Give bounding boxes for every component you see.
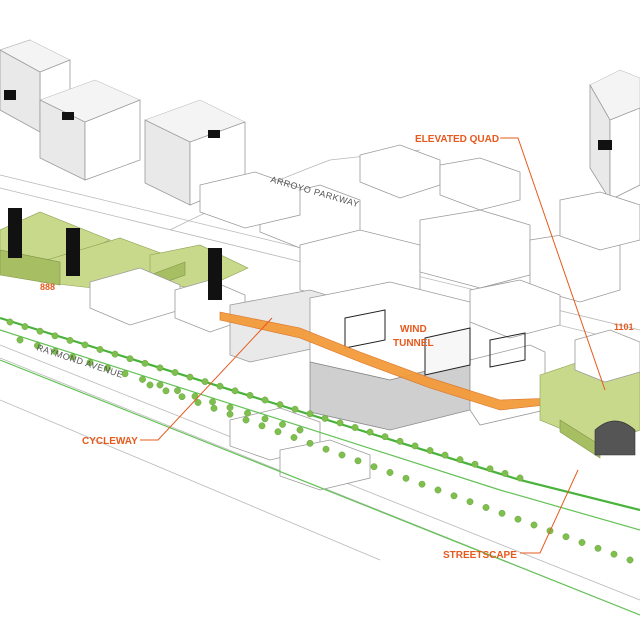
tree-icon <box>21 323 29 330</box>
tree-icon <box>209 398 216 406</box>
tree-icon <box>186 373 194 381</box>
tree-icon <box>246 391 254 399</box>
raymond-avenue-label: RAYMOND AVENUE <box>35 342 124 380</box>
tree-icon <box>322 445 330 453</box>
tree-icon <box>471 460 479 468</box>
tree-icon <box>434 486 442 494</box>
tree-icon <box>482 504 490 511</box>
tree-icon <box>441 451 449 459</box>
tree-icon <box>51 347 59 355</box>
tree-icon <box>231 387 239 395</box>
building-1101-label: 1101 <box>614 322 634 332</box>
cycleway-label: CYCLEWAY <box>82 436 138 447</box>
tree-icon <box>336 419 344 427</box>
tree-icon <box>258 422 266 430</box>
tree-icon <box>290 434 298 441</box>
tree-icon <box>594 544 602 552</box>
tree-icon <box>338 451 346 459</box>
tree-icon <box>370 463 378 471</box>
tree-icon <box>366 428 374 436</box>
tree-icon <box>276 401 284 408</box>
tree-icon <box>306 439 314 447</box>
tree-icon <box>466 498 474 506</box>
tree-icon <box>201 378 209 385</box>
tree-icon <box>381 433 389 441</box>
tree-icon <box>274 428 282 436</box>
tree-icon <box>386 469 394 476</box>
tree-icon <box>216 382 224 390</box>
tree-icon <box>450 492 458 500</box>
tree-icon <box>242 416 250 424</box>
tree-icon <box>486 465 494 473</box>
building-888-label: 888 <box>40 282 55 292</box>
tree-icon <box>226 404 234 411</box>
streetscape-leader <box>520 469 579 554</box>
tree-icon <box>81 341 89 349</box>
buildings-far-right <box>589 69 640 202</box>
tree-icon <box>530 521 538 529</box>
tree-icon <box>96 346 104 353</box>
tree-icon <box>562 533 570 541</box>
tree-icon <box>296 426 304 434</box>
tree-icon <box>139 375 146 383</box>
buildings-far-left <box>0 39 246 206</box>
tree-icon <box>178 393 186 401</box>
tree-icon <box>146 381 154 389</box>
tree-icon <box>610 550 618 558</box>
tree-icon <box>141 359 149 367</box>
tree-icon <box>194 399 202 406</box>
tree-icon <box>321 414 329 422</box>
tree-icon <box>66 336 74 344</box>
tree-icon <box>626 556 634 564</box>
tree-icon <box>104 364 111 372</box>
tree-icon <box>244 409 251 417</box>
tree-icon <box>354 457 362 465</box>
tree-icon <box>111 350 119 358</box>
tree-icon <box>171 369 179 376</box>
tree-icon <box>261 415 269 423</box>
elevated-quad-label: ELEVATED QUAD <box>415 134 499 145</box>
tree-icon <box>174 387 181 394</box>
cycleway-leader <box>140 317 273 441</box>
tree-icon <box>86 359 94 366</box>
tree-icon <box>456 456 464 463</box>
tree-icon <box>156 364 164 372</box>
tree-icon <box>411 442 419 450</box>
towers <box>8 208 222 300</box>
tree-icon <box>514 515 522 523</box>
tree-icon <box>501 469 509 477</box>
tree-icon <box>51 332 59 340</box>
tree-icon <box>498 509 506 517</box>
tree-icon <box>578 539 586 546</box>
wind-tunnel-label-line2: TUNNEL <box>393 338 434 349</box>
elevated-quad-leader <box>500 137 606 391</box>
tree-icon <box>34 342 41 349</box>
elevated-quad <box>539 329 640 459</box>
tree-icon <box>402 474 410 482</box>
street-trees <box>6 318 634 564</box>
tree-icon <box>16 336 24 344</box>
tree-icon <box>418 480 426 488</box>
tree-icon <box>162 387 170 395</box>
tree-icon <box>156 381 164 389</box>
tree-icon <box>121 370 129 378</box>
tree-icon <box>6 318 14 326</box>
tree-icon <box>210 404 218 412</box>
tree-icon <box>516 474 524 482</box>
tree-icon <box>36 327 44 335</box>
tree-icon <box>351 424 359 431</box>
tree-icon <box>426 447 434 454</box>
tree-icon <box>126 355 134 363</box>
tree-icon <box>291 405 299 413</box>
tree-icon <box>306 410 314 418</box>
tree-icon <box>261 396 269 404</box>
tree-icon <box>396 437 404 445</box>
tree-icon <box>69 353 76 361</box>
tree-icon <box>279 420 286 428</box>
tree-icon <box>226 410 234 418</box>
streetscape-label: STREETSCAPE <box>443 550 517 561</box>
wind-tunnel-label-line1: WIND <box>400 324 427 335</box>
